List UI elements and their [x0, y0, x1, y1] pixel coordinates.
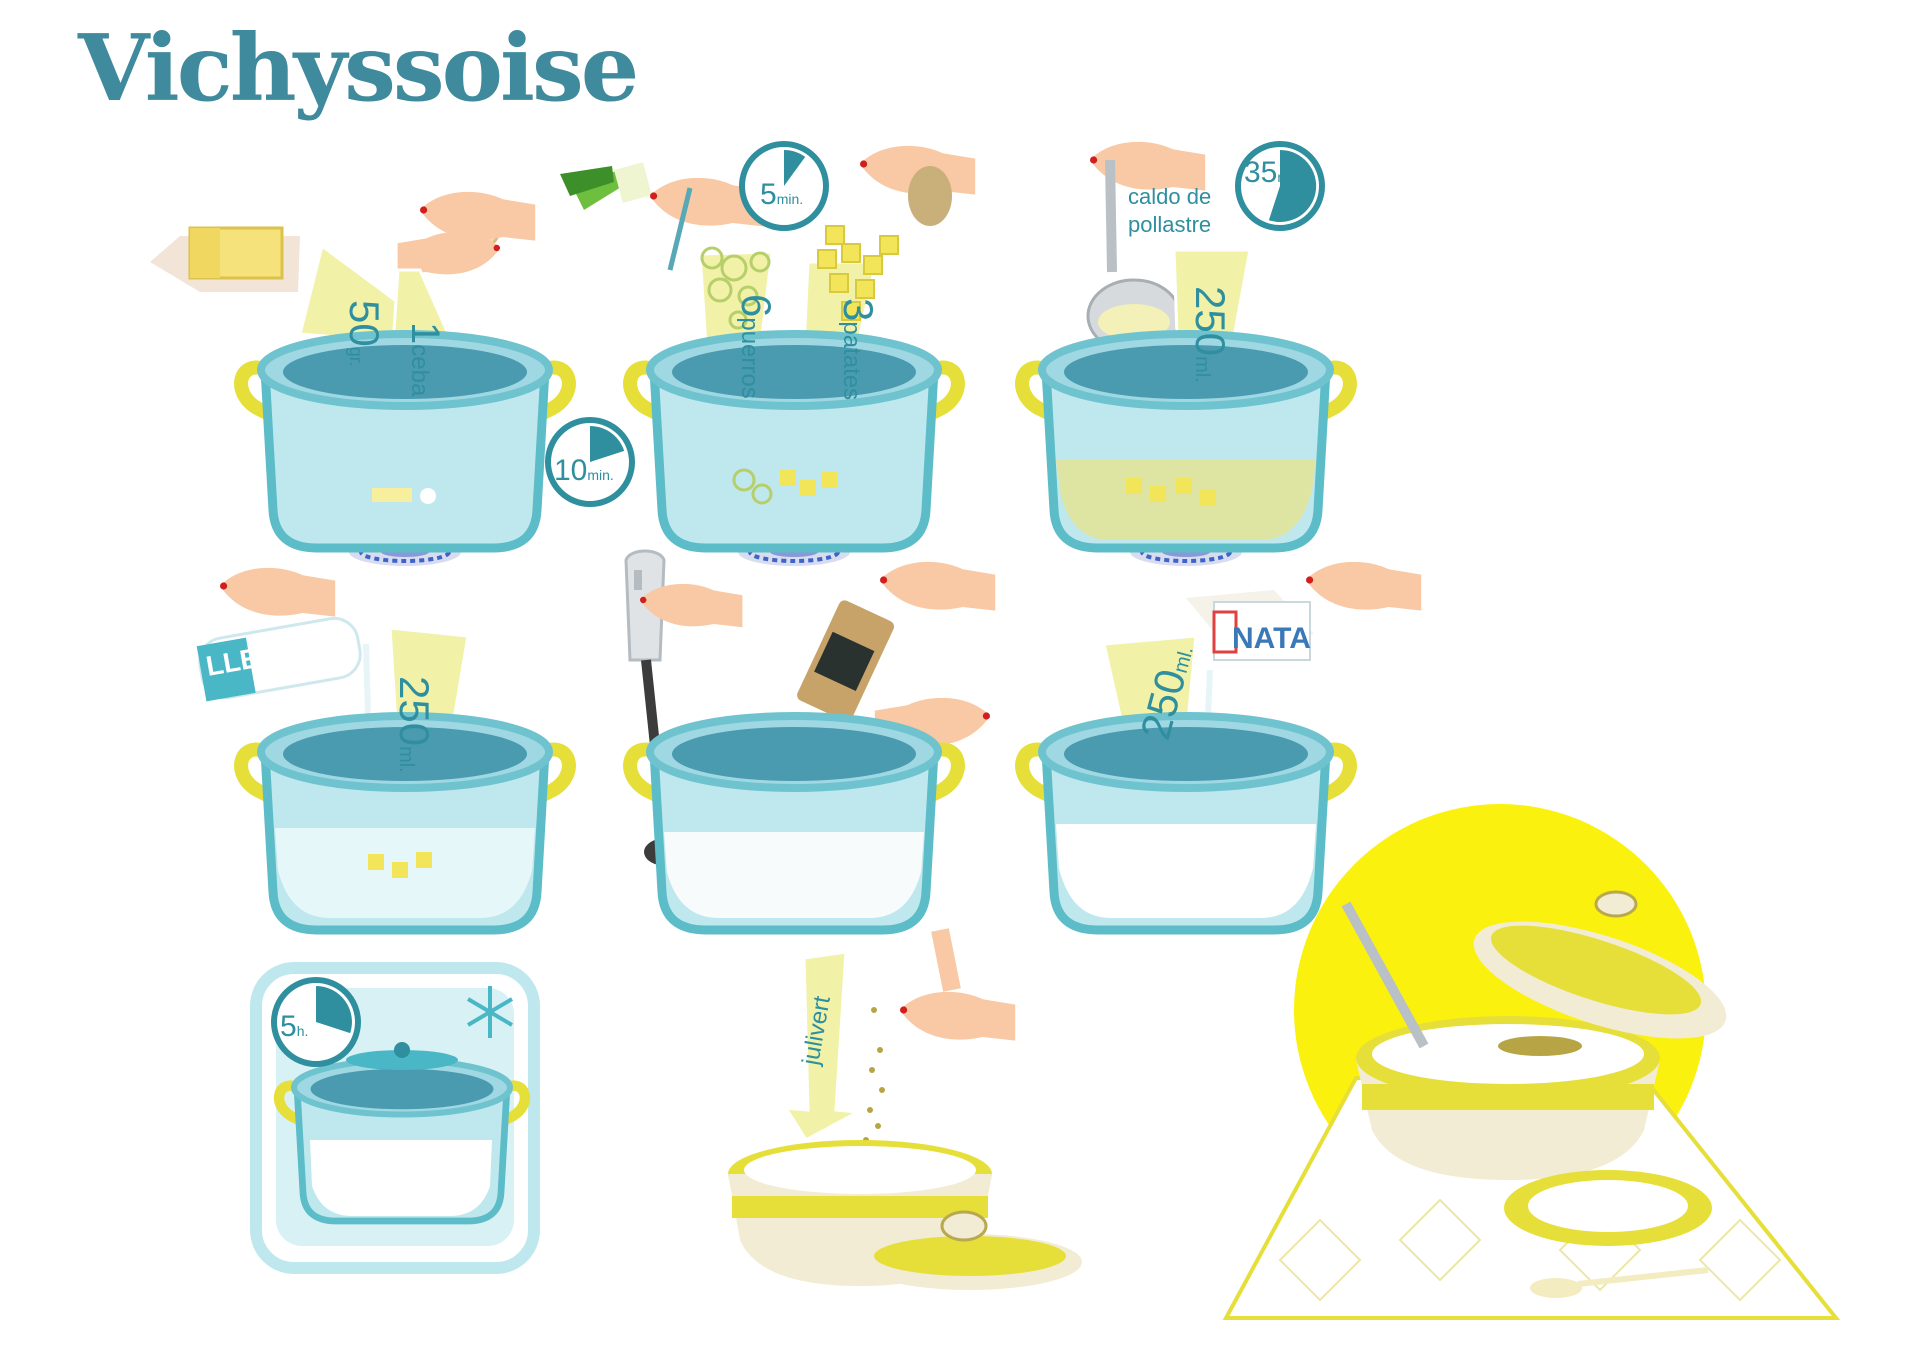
svg-text:5min.: 5min.	[760, 178, 803, 211]
step-3: caldo de pollastre 250ml. 35min.	[1022, 141, 1350, 568]
step-2: 6puerros 3patates 5min.	[560, 141, 976, 568]
soup-tureen-icon	[728, 1140, 1082, 1290]
timer-icon: 5min.	[739, 141, 829, 231]
potato-cubes	[817, 225, 899, 321]
svg-text:35min.: 35min.	[1244, 156, 1304, 189]
amount-label: 6puerros	[733, 294, 780, 399]
amount-label: 3patates	[835, 298, 882, 400]
timer-icon: 10min.	[545, 417, 635, 507]
step-1: 50gr. 1ceba 10min.	[150, 191, 635, 568]
leek-icon	[560, 162, 766, 271]
step-6: NATA 250ml.	[1022, 561, 1422, 930]
timer-icon: 5h.	[271, 977, 361, 1067]
butter-icon	[150, 226, 300, 292]
pepper-mill-icon	[797, 561, 996, 747]
potato-icon	[860, 145, 976, 226]
amount-label: 50gr.	[341, 300, 388, 367]
butter-in-pot	[372, 488, 412, 502]
step-5	[626, 549, 996, 930]
final-dish	[1222, 804, 1841, 1320]
step-7: 5h.	[250, 962, 540, 1274]
ingredient-label: pollastre	[1128, 212, 1211, 237]
milk-bottle-icon: LLET	[196, 567, 362, 702]
cream-carton-icon: NATA	[1186, 561, 1422, 661]
onion-icon	[397, 191, 536, 276]
svg-text:5h.: 5h.	[280, 1010, 308, 1043]
amount-label: 250ml.	[1187, 286, 1234, 383]
amount-label: 1ceba	[403, 322, 447, 397]
parsley-specks	[863, 1007, 885, 1143]
snowflake-icon	[466, 986, 514, 1038]
amount-arrow	[783, 950, 864, 1142]
leek-rings	[700, 246, 771, 330]
step-4: LLET 250ml.	[196, 567, 569, 930]
soup-tureen-icon	[1341, 890, 1727, 1180]
amount-label: 250ml.	[391, 676, 438, 773]
carton-label: NATA	[1232, 622, 1311, 655]
timer-icon: 35min.	[1235, 141, 1325, 231]
svg-text:10min.: 10min.	[554, 454, 614, 487]
soup-plate	[1504, 1170, 1712, 1246]
spoon	[1530, 1267, 1709, 1298]
page-title: Vichyssoise	[78, 14, 639, 122]
ingredient-label: caldo de	[1128, 184, 1211, 209]
step-8: julivert	[728, 928, 1082, 1290]
